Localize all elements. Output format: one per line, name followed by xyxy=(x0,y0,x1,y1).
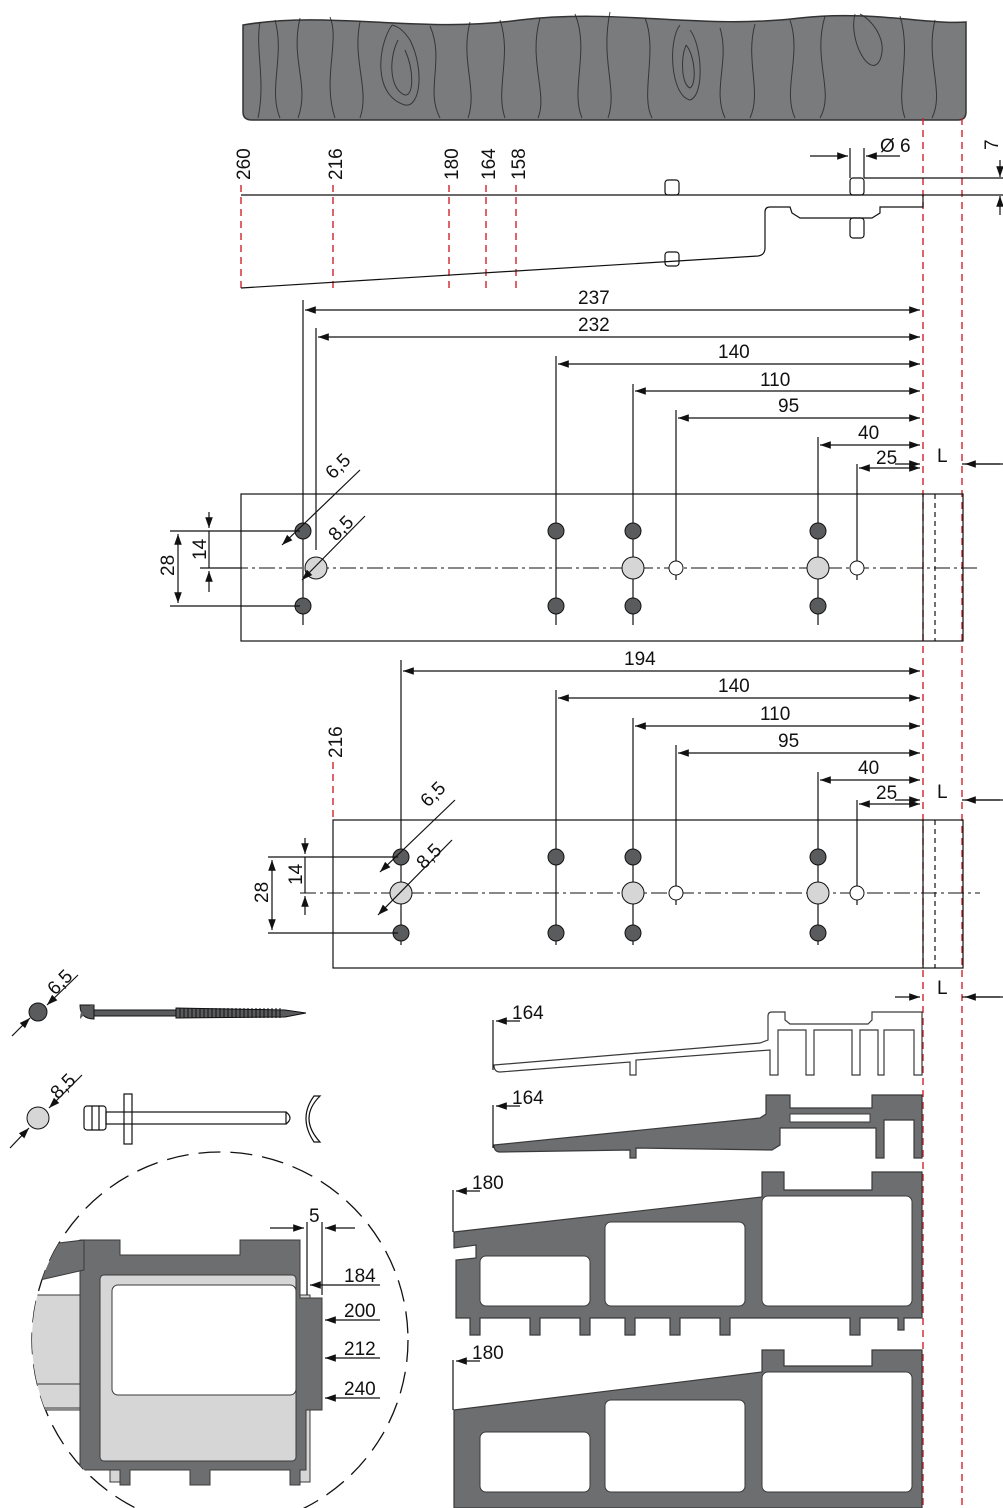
dim-95-b: 95 xyxy=(778,731,799,752)
dim-40: 40 xyxy=(858,423,879,444)
dim-237: 237 xyxy=(578,288,610,309)
hole-label-6-5: 6,5 xyxy=(322,450,356,484)
reference-lines xyxy=(240,118,963,1508)
profile-label-1: 164 xyxy=(512,1003,544,1024)
dim-194: 194 xyxy=(624,649,656,670)
mark-216: 216 xyxy=(326,148,347,180)
spacing-14-b: 14 xyxy=(286,863,307,885)
profile-180-b xyxy=(453,1349,923,1508)
dim-40-b: 40 xyxy=(858,758,879,779)
spacing-14: 14 xyxy=(190,538,211,560)
size-240: 240 xyxy=(344,1379,376,1400)
mark-158: 158 xyxy=(509,148,530,180)
mark-180: 180 xyxy=(442,148,463,180)
dim-25-b: 25 xyxy=(876,783,897,804)
diameter-label: Ø 6 xyxy=(880,136,911,157)
dim-95: 95 xyxy=(778,396,799,417)
l-label-2: L xyxy=(937,782,948,803)
profile-label-3: 180 xyxy=(472,1173,504,1194)
l-label: L xyxy=(937,446,948,467)
profile-label-2: 164 xyxy=(512,1088,544,1109)
mark-260: 260 xyxy=(234,148,255,180)
offset-label-5: 5 xyxy=(309,1206,320,1227)
profile-180-a xyxy=(453,1171,923,1336)
bracket-side-view xyxy=(240,148,1003,289)
dim-25: 25 xyxy=(876,448,897,469)
dim-110: 110 xyxy=(760,370,790,391)
dim-140: 140 xyxy=(718,342,750,363)
mark-164: 164 xyxy=(479,148,500,180)
dim-232: 232 xyxy=(578,315,610,336)
profile-labels: 164 164 180 180 xyxy=(472,1003,544,1364)
spacing-28-b: 28 xyxy=(252,882,273,903)
profile-leaders xyxy=(452,1017,520,1410)
screw-label: 6,5 xyxy=(44,966,78,1000)
hole-label-8-5-b: 8,5 xyxy=(413,840,447,874)
hole-label-6-5-b: 6,5 xyxy=(417,778,451,812)
height-label: 7 xyxy=(982,139,1003,150)
mounting-plate-2 xyxy=(268,660,1003,969)
hole-label-8-5: 8,5 xyxy=(325,512,359,546)
top-view-labels: 260 216 180 164 158 Ø 6 7 xyxy=(234,136,1003,180)
size-212: 212 xyxy=(344,1339,376,1360)
pin-8-5 xyxy=(9,1074,322,1149)
profile-164-a xyxy=(493,1011,923,1076)
profile-164-b xyxy=(493,1094,923,1159)
mark-216-plate-2: 216 xyxy=(326,726,347,758)
pin-label: 8,5 xyxy=(47,1070,81,1104)
size-184: 184 xyxy=(344,1266,376,1287)
dim-110-b: 110 xyxy=(760,704,790,725)
plate-2-labels: 216 194 140 110 95 40 25 L 6,5 8,5 14 28 xyxy=(252,649,948,903)
spacing-28: 28 xyxy=(158,555,179,576)
detail-view xyxy=(31,1151,409,1508)
detail-labels: 5 184 200 212 240 xyxy=(309,1206,376,1400)
size-200: 200 xyxy=(344,1301,376,1322)
profile-label-4: 180 xyxy=(472,1343,504,1364)
mounting-plate-1 xyxy=(170,300,1003,642)
l-label-bottom: L xyxy=(937,978,948,999)
wood-sill-block xyxy=(242,11,967,121)
screw-6-5 xyxy=(11,974,307,1037)
dim-140-b: 140 xyxy=(718,676,750,697)
